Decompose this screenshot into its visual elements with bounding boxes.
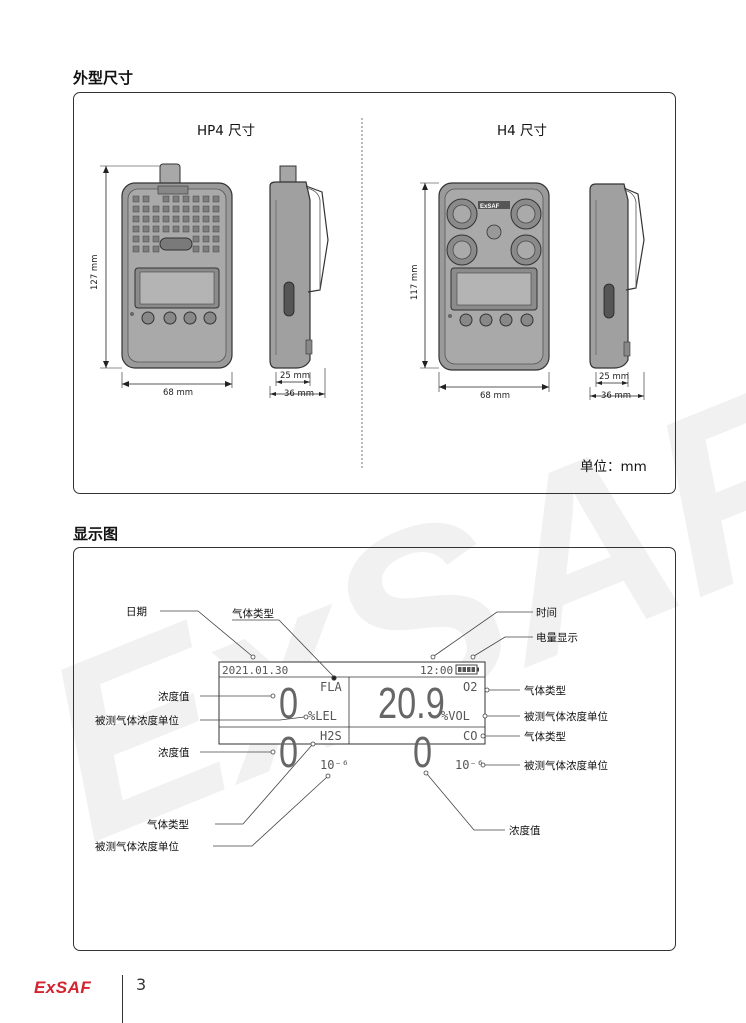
label-time: 时间 [536,607,557,619]
h4-front-view: ExSAF [420,182,550,392]
lcd-q1-gas: FLA [320,680,342,694]
brand-logo: ExSAF [34,978,92,997]
lcd-q3-value: 0 [279,728,299,777]
footer-divider [122,975,123,1023]
label-date: 日期 [126,606,147,618]
lcd-time: 12:00 [420,664,454,677]
lcd-screen [218,661,486,745]
lcd-q4-unit: 10⁻⁶ [455,758,484,772]
unit-note: 单位：mm [580,459,647,475]
dimensions-panel [73,92,676,494]
lcd-q3-unit: 10⁻⁶ [320,758,349,772]
device-drawings: ExSAF [100,118,645,470]
hp4-width-label: 68 mm [163,388,194,398]
lcd-q1-value: 0 [279,679,299,728]
display-panel [73,547,676,951]
hp4-side-outer-label: 36 mm [284,389,315,399]
h4-title: H4 尺寸 [497,123,548,139]
section-title-display: 显示图 [73,525,119,543]
label-unit-bl: 被测气体浓度单位 [95,841,179,853]
section-title-dimensions: 外型尺寸 [73,69,134,87]
hp4-front-view [100,163,233,388]
label-unit-1: 被测气体浓度单位 [95,715,179,727]
h4-device-brand: ExSAF [480,204,500,210]
lcd-q2-value: 20.9 [378,679,445,728]
lcd-q4-gas: CO [463,729,478,743]
lcd-q4-value: 0 [413,728,433,777]
lcd-q2-unit: %VOL [441,709,470,723]
label-battery: 电量显示 [536,632,578,644]
hp4-side-inner-label: 25 mm [280,371,311,381]
page-number: 3 [136,975,147,994]
label-concentration-1: 浓度值 [158,691,190,703]
lcd-q2-gas: O2 [463,680,478,694]
label-unit-r1: 被测气体浓度单位 [524,711,608,723]
label-gas-type-r2: 气体类型 [524,731,566,743]
label-unit-r2: 被测气体浓度单位 [524,760,608,772]
label-concentration-2: 浓度值 [158,747,190,759]
h4-width-label: 68 mm [480,391,511,401]
h4-side-inner-label: 25 mm [599,372,630,382]
h4-side-view [589,183,645,400]
label-gas-type-top: 气体类型 [232,608,274,620]
label-gas-type-r1: 气体类型 [524,685,566,697]
label-gas-type-bl: 气体类型 [147,819,189,831]
lcd-q1-unit: %LEL [308,709,337,723]
hp4-side-view [269,165,329,398]
battery-icon [455,664,479,675]
lcd-q3-gas: H2S [320,729,342,743]
label-concentration-br: 浓度值 [509,825,541,837]
lcd-date: 2021.01.30 [222,664,289,677]
hp4-title: HP4 尺寸 [197,123,256,139]
h4-side-outer-label: 36 mm [601,391,632,401]
